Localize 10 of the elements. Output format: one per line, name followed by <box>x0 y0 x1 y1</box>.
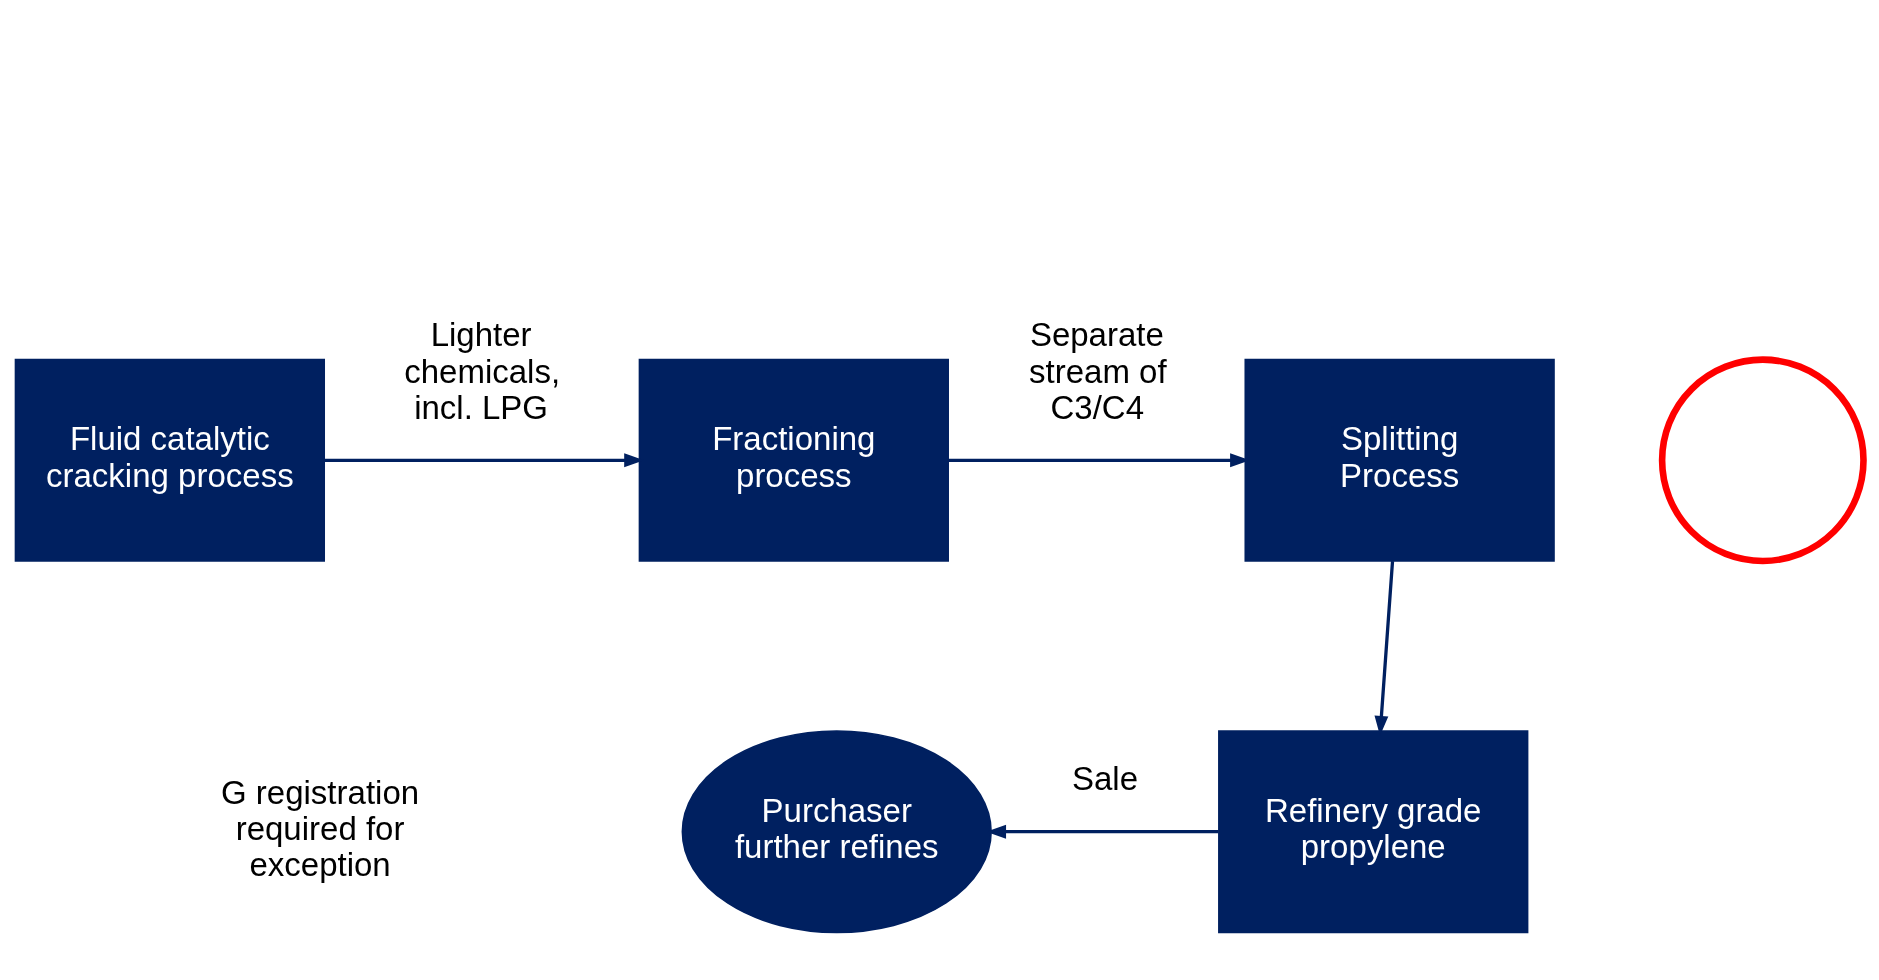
node-box: Fluid catalytic cracking process <box>14 358 325 562</box>
node-circle <box>1658 356 1867 565</box>
edge-label: Separate stream of C3/C4 <box>1029 316 1167 427</box>
node-ellipse: Purchaser further refines <box>681 730 992 934</box>
node-box: Fractioning process <box>638 358 949 562</box>
label: G registration required for exception <box>221 773 420 884</box>
node-box: Refinery grade propylene <box>1218 730 1529 934</box>
edge-label: Sale <box>1071 760 1139 798</box>
node-box: Splitting Process <box>1244 358 1555 562</box>
edge-label: Lighter chemicals, incl. LPG <box>404 316 561 427</box>
